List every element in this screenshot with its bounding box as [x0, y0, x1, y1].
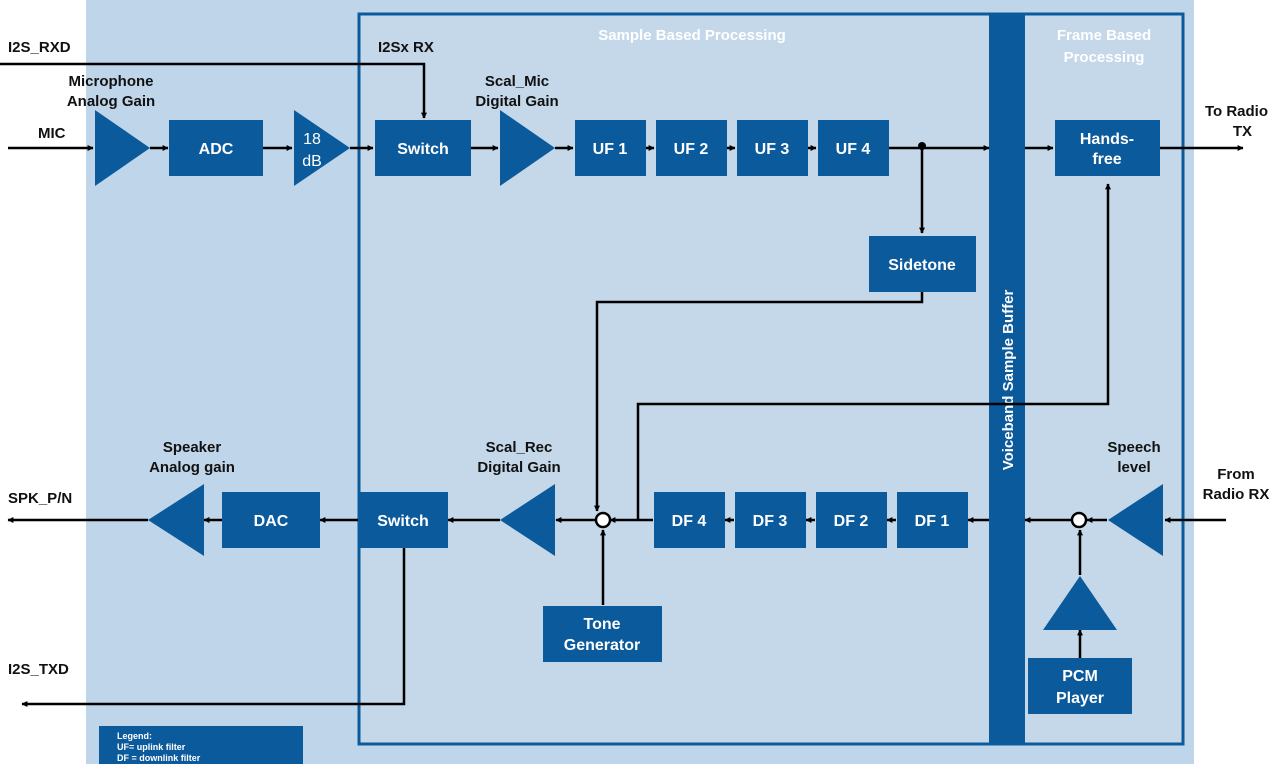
df4-label: DF 4 — [672, 513, 707, 530]
adc-block: ADC — [169, 120, 263, 176]
handsfree-block: Hands- free — [1055, 120, 1160, 176]
scal-rec-label-2: Digital Gain — [477, 459, 560, 476]
df4-block: DF 4 — [654, 492, 725, 548]
downlink-summing-node — [594, 511, 612, 529]
tone-generator-label-1: Tone — [583, 616, 620, 633]
handsfree-label-2: free — [1092, 151, 1121, 168]
df2-block: DF 2 — [816, 492, 887, 548]
uf4-label: UF 4 — [836, 141, 871, 158]
frame-based-header-2: Processing — [1064, 49, 1145, 66]
to-radio-tx-label-2: TX — [1233, 123, 1252, 140]
i2sx-rx-label: I2Sx RX — [378, 39, 434, 56]
uf4-block: UF 4 — [818, 120, 889, 176]
tone-generator-block: Tone Generator — [543, 606, 662, 662]
dac-block: DAC — [222, 492, 320, 548]
sample-based-header: Sample Based Processing — [598, 27, 786, 44]
pcm-player-label-2: Player — [1056, 690, 1104, 707]
amp-18db-line1: 18 — [303, 131, 321, 148]
from-radio-rx-label-2: Radio RX — [1203, 486, 1270, 503]
speech-level-label-1: Speech — [1107, 439, 1160, 456]
uf1-label: UF 1 — [593, 141, 628, 158]
sidetone-block: Sidetone — [869, 236, 976, 292]
df1-block: DF 1 — [897, 492, 968, 548]
mic-gain-label-1: Microphone — [69, 73, 154, 90]
df3-label: DF 3 — [753, 513, 788, 530]
uf3-block: UF 3 — [737, 120, 808, 176]
speaker-analog-gain-amp — [148, 484, 204, 556]
df2-label: DF 2 — [834, 513, 869, 530]
speech-level-amp — [1108, 484, 1163, 556]
switch-downlink-block: Switch — [358, 492, 448, 548]
mic-label: MIC — [38, 125, 66, 142]
legend-uf: UF= uplink filter — [117, 742, 186, 752]
switch-uplink-block: Switch — [375, 120, 471, 176]
uf2-block: UF 2 — [656, 120, 727, 176]
pcm-player-label-1: PCM — [1062, 668, 1098, 685]
buffer-label: Voiceband Sample Buffer — [1000, 290, 1017, 471]
pcm-gain-amp — [1043, 576, 1117, 630]
amp-18db-line2: dB — [302, 153, 322, 170]
tone-generator-label-2: Generator — [564, 637, 640, 654]
speech-summing-node — [1070, 511, 1088, 529]
frame-based-header-1: Frame Based — [1057, 27, 1151, 44]
scal-mic-digital-gain-amp — [500, 110, 555, 186]
spk-label: SPK_P/N — [8, 490, 72, 507]
legend-df: DF = downlink filter — [117, 753, 201, 763]
mic-gain-label-2: Analog Gain — [67, 93, 155, 110]
uf3-label: UF 3 — [755, 141, 790, 158]
spk-gain-label-2: Analog gain — [149, 459, 235, 476]
df1-label: DF 1 — [915, 513, 950, 530]
uf1-block: UF 1 — [575, 120, 646, 176]
switch-uplink-label: Switch — [397, 141, 449, 158]
i2s-rxd-label: I2S_RXD — [8, 39, 71, 56]
adc-label: ADC — [199, 141, 234, 158]
microphone-analog-gain-amp — [95, 110, 150, 186]
amp-18db: 18 dB — [294, 110, 350, 186]
uf2-label: UF 2 — [674, 141, 709, 158]
speech-level-label-2: level — [1117, 459, 1150, 476]
to-radio-tx-label-1: To Radio — [1205, 103, 1268, 120]
legend-title: Legend: — [117, 731, 152, 741]
scal-mic-label-1: Scal_Mic — [485, 73, 549, 90]
from-radio-rx-label-1: From — [1217, 466, 1255, 483]
voiceband-sample-buffer — [989, 14, 1025, 744]
spk-gain-label-1: Speaker — [163, 439, 222, 456]
handsfree-label-1: Hands- — [1080, 131, 1134, 148]
df3-block: DF 3 — [735, 492, 806, 548]
switch-downlink-label: Switch — [377, 513, 429, 530]
wires — [0, 62, 1244, 707]
scal-rec-label-1: Scal_Rec — [486, 439, 553, 456]
legend: Legend: UF= uplink filter DF = downlink … — [99, 726, 303, 764]
scal-rec-digital-gain-amp — [500, 484, 555, 556]
scal-mic-label-2: Digital Gain — [475, 93, 558, 110]
sidetone-label: Sidetone — [888, 257, 956, 274]
pcm-player-block: PCM Player — [1028, 658, 1132, 714]
i2s-txd-label: I2S_TXD — [8, 661, 69, 678]
dac-label: DAC — [254, 513, 289, 530]
